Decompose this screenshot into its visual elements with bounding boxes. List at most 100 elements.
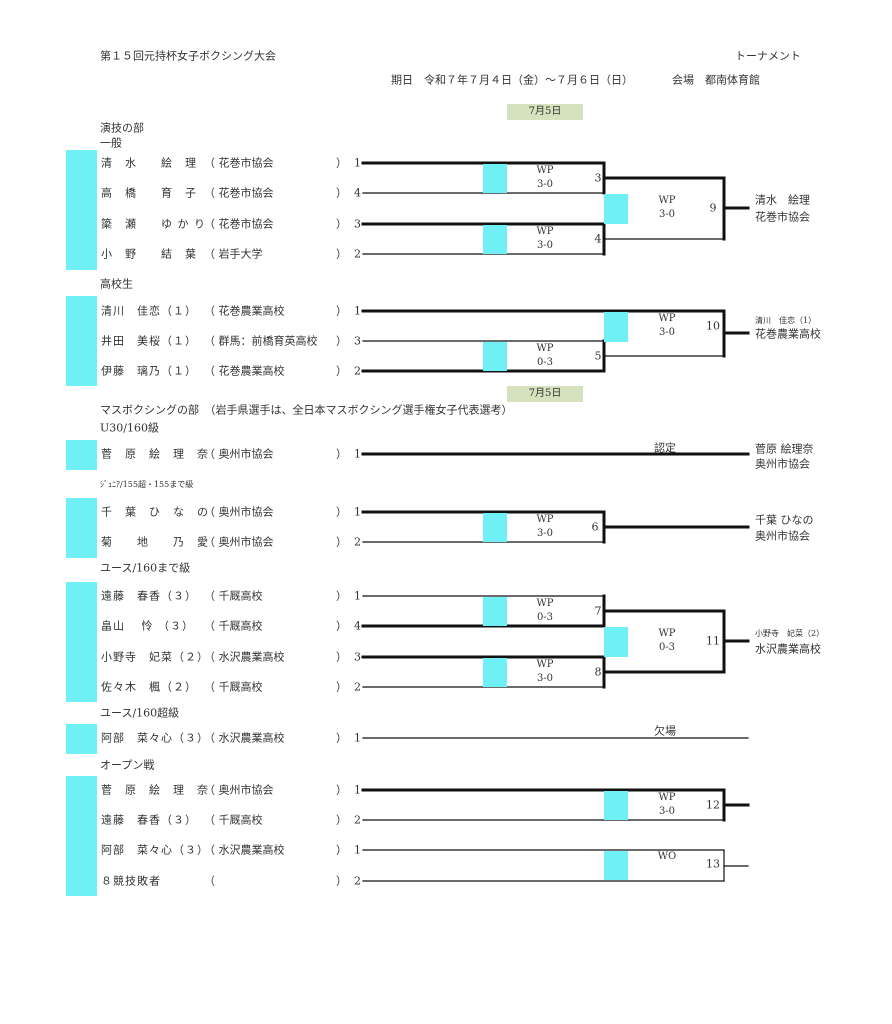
winner-club: 水沢農業高校 bbox=[755, 642, 821, 656]
result-marker bbox=[604, 791, 628, 820]
entrant-name: 菅 原 絵 理 奈 bbox=[101, 783, 209, 797]
seed-number: 1 bbox=[354, 447, 361, 461]
close-paren: ） bbox=[336, 589, 347, 603]
close-paren: ） bbox=[336, 247, 347, 261]
close-paren: ） bbox=[336, 156, 347, 170]
match-number: 3 bbox=[594, 171, 602, 185]
entrant-club: （ 花巻市協会 bbox=[204, 156, 274, 170]
entrant-name: 千 葉 ひ な の bbox=[101, 505, 209, 519]
result-note: 認定 bbox=[654, 441, 676, 455]
close-paren: ） bbox=[336, 874, 347, 888]
seed-number: 1 bbox=[354, 505, 361, 519]
entry-marker-block bbox=[66, 296, 97, 386]
seed-number: 2 bbox=[354, 813, 361, 827]
match-score: 3-0 bbox=[658, 806, 676, 817]
result-marker bbox=[483, 225, 507, 254]
close-paren: ） bbox=[336, 304, 347, 318]
result-note: 欠場 bbox=[654, 724, 676, 738]
match-score: 0-3 bbox=[536, 357, 554, 368]
entry-marker-block bbox=[66, 776, 97, 896]
entrant-name: 小 野 結 葉 bbox=[101, 247, 197, 261]
match-score: 0-3 bbox=[658, 642, 676, 653]
close-paren: ） bbox=[336, 334, 347, 348]
seed-number: 2 bbox=[354, 535, 361, 549]
match-method: WP bbox=[536, 659, 554, 670]
entrant-club: （ 花巻農業高校 bbox=[204, 304, 285, 318]
result-marker bbox=[604, 851, 628, 880]
entry-marker-block bbox=[66, 724, 97, 754]
entrant-club: （ 奥州市協会 bbox=[204, 535, 274, 549]
section-mass-boxing: マスボクシングの部 （岩手県選手は、全日本マスボクシング選手権女子代表選考） bbox=[100, 403, 513, 417]
match-number: 4 bbox=[594, 232, 602, 246]
match-method: WP bbox=[658, 195, 676, 206]
group-label: ｼﾞｭﾆｱ/155超・155まで級 bbox=[100, 480, 194, 489]
match-score: 3-0 bbox=[536, 673, 554, 684]
match-number: 12 bbox=[706, 798, 720, 812]
result-marker bbox=[483, 164, 507, 193]
entrant-club: （ 花巻市協会 bbox=[204, 186, 274, 200]
entrant-name: ８競技敗者 bbox=[101, 874, 161, 888]
seed-number: 4 bbox=[354, 619, 361, 633]
match-number: 6 bbox=[591, 520, 599, 534]
seed-number: 1 bbox=[354, 843, 361, 857]
result-marker bbox=[604, 194, 628, 224]
match-score: 3-0 bbox=[658, 209, 676, 220]
match-method: WP bbox=[536, 343, 554, 354]
winner-name: 小野寺 妃菜（2） bbox=[755, 629, 825, 638]
entry-marker-block bbox=[66, 582, 97, 702]
entrant-name: 高 橋 育 子 bbox=[101, 186, 197, 200]
close-paren: ） bbox=[336, 186, 347, 200]
entrant-name: 遠藤 春香（３） bbox=[101, 813, 197, 827]
day-badge: 7月5日 bbox=[507, 104, 583, 120]
seed-number: 1 bbox=[354, 783, 361, 797]
match-method: WP bbox=[536, 226, 554, 237]
entrant-name: 伊藤 璃乃（１） bbox=[101, 364, 197, 378]
seed-number: 1 bbox=[354, 156, 361, 170]
day-badge: 7月5日 bbox=[507, 386, 583, 402]
winner-club: 花巻市協会 bbox=[755, 210, 810, 224]
group-label: ユース/160まで級 bbox=[100, 561, 191, 575]
match-method: WP bbox=[658, 313, 676, 324]
entrant-name: 小野寺 妃菜（２） bbox=[101, 650, 209, 664]
seed-number: 1 bbox=[354, 589, 361, 603]
close-paren: ） bbox=[336, 813, 347, 827]
group-label: U30/160級 bbox=[100, 421, 159, 435]
group-label: 一般 bbox=[100, 136, 122, 150]
match-number: 10 bbox=[706, 319, 720, 333]
entrant-club: （ 花巻市協会 bbox=[204, 217, 274, 231]
entrant-club: （ 奥州市協会 bbox=[204, 783, 274, 797]
close-paren: ） bbox=[336, 650, 347, 664]
match-method: WP bbox=[536, 598, 554, 609]
entrant-club: （ 千厩高校 bbox=[204, 619, 263, 633]
entrant-club: （ 奥州市協会 bbox=[204, 447, 274, 461]
document-type: トーナメント bbox=[735, 49, 801, 63]
match-score: 3-0 bbox=[658, 327, 676, 338]
entrant-name: 阿部 菜々心（３） bbox=[101, 843, 209, 857]
group-label: 高校生 bbox=[100, 277, 133, 291]
seed-number: 3 bbox=[354, 650, 361, 664]
result-marker bbox=[483, 513, 507, 542]
match-method: WP bbox=[658, 792, 676, 803]
close-paren: ） bbox=[336, 731, 347, 745]
seed-number: 4 bbox=[354, 186, 361, 200]
match-method: WP bbox=[658, 628, 676, 639]
entrant-club: （ 水沢農業高校 bbox=[204, 650, 285, 664]
winner-club: 奥州市協会 bbox=[755, 529, 810, 543]
entrant-club: （ 千厩高校 bbox=[204, 589, 263, 603]
entrant-name: 阿部 菜々心（３） bbox=[101, 731, 209, 745]
winner-name: 菅原 絵理奈 bbox=[755, 442, 814, 456]
entrant-club: （ bbox=[204, 874, 215, 888]
close-paren: ） bbox=[336, 364, 347, 378]
group-label: オープン戦 bbox=[100, 758, 155, 772]
match-method: WO bbox=[657, 851, 677, 862]
winner-name: 千葉 ひなの bbox=[755, 513, 814, 527]
match-number: 5 bbox=[594, 349, 602, 363]
close-paren: ） bbox=[336, 535, 347, 549]
close-paren: ） bbox=[336, 783, 347, 797]
result-marker bbox=[483, 658, 507, 687]
entrant-club: （ 群馬：前橋育英高校 bbox=[204, 334, 318, 348]
result-marker bbox=[604, 627, 628, 657]
seed-number: 3 bbox=[354, 334, 361, 348]
event-title: 第１５回元持杯女子ボクシング大会 bbox=[100, 49, 276, 63]
